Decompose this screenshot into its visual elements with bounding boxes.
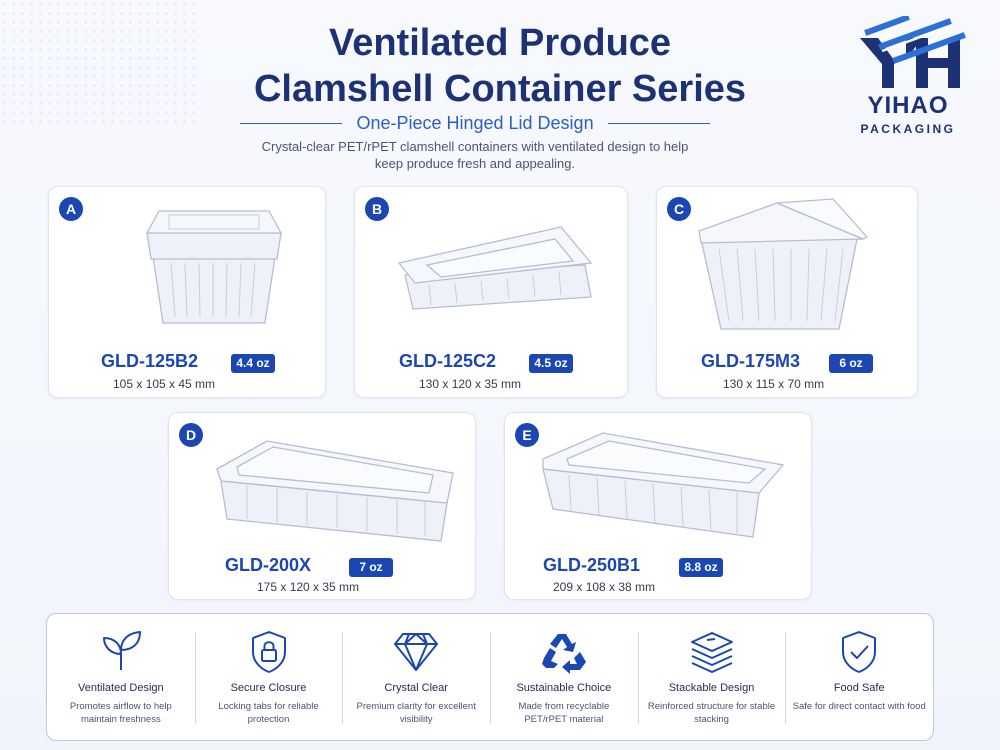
feature-description: Made from recyclable PET/rPET material xyxy=(518,701,610,725)
clamshell-container-image xyxy=(698,198,869,330)
feature-sustainable: Sustainable Choice Made from recyclable … xyxy=(490,614,638,740)
capacity-badge: 4.5 oz xyxy=(529,354,573,373)
feature-description: Premium clarity for excellent visibility xyxy=(356,701,476,725)
stack-icon xyxy=(690,632,733,673)
recycle-icon xyxy=(541,634,586,674)
capacity-badge: 6 oz xyxy=(829,354,873,373)
subtitle-row: One-Piece Hinged Lid Design xyxy=(240,110,711,136)
feature-ventilated: Ventilated Design Promotes airflow to he… xyxy=(47,614,195,740)
logo-subtitle: PACKAGING xyxy=(860,122,956,136)
clamshell-container-image xyxy=(542,432,785,538)
product-card-c[interactable]: C GLD-175M3 6 oz 130 x 115 x 70 mm xyxy=(656,186,918,398)
series-description: Crystal-clear PET/rPET clamshell contain… xyxy=(261,139,689,171)
product-model: GLD-125C2 xyxy=(399,351,497,371)
product-letter-badge: E xyxy=(515,423,539,447)
yh-monogram-icon xyxy=(860,16,966,88)
feature-secure-closure: Secure Closure Locking tabs for reliable… xyxy=(194,614,343,740)
feature-title: Stackable Design xyxy=(668,682,755,694)
product-dimensions: 105 x 105 x 45 mm xyxy=(113,377,216,391)
feature-title: Crystal Clear xyxy=(384,682,448,694)
product-model: GLD-250B1 xyxy=(543,555,641,575)
feature-title: Ventilated Design xyxy=(78,682,164,694)
capacity-badge: 4.4 oz xyxy=(231,354,275,373)
brand-logo: YIHAO PACKAGING xyxy=(848,16,968,146)
feature-food-safe: Food Safe Safe for direct contact with f… xyxy=(785,614,933,740)
product-card-e[interactable]: E GLD-250B1 8.8 oz 209 x 108 x 38 mm xyxy=(504,412,812,600)
page-title-line2: Clamshell Container Series xyxy=(253,68,747,110)
dot-pattern xyxy=(0,0,200,130)
lock-shield-icon xyxy=(251,631,286,673)
product-dimensions: 130 x 115 x 70 mm xyxy=(723,377,825,391)
clamshell-container-image xyxy=(397,226,593,310)
subtitle: One-Piece Hinged Lid Design xyxy=(356,112,594,133)
subtitle-rule-left xyxy=(240,122,343,124)
product-model: GLD-200X xyxy=(225,555,312,575)
feature-title: Sustainable Choice xyxy=(516,682,612,694)
feature-title: Food Safe xyxy=(833,682,885,694)
product-letter-badge: A xyxy=(59,197,83,221)
product-letter-badge: C xyxy=(667,197,691,221)
feature-description: Locking tabs for reliable protection xyxy=(218,701,319,725)
product-letter-badge: B xyxy=(365,197,389,221)
clamshell-container-image xyxy=(216,440,454,542)
feature-crystal-clear: Crystal Clear Premium clarity for excell… xyxy=(342,614,490,740)
product-model: GLD-125B2 xyxy=(101,351,199,371)
check-shield-icon xyxy=(842,631,877,673)
feature-stackable: Stackable Design Reinforced structure fo… xyxy=(637,614,786,740)
feature-description: Reinforced structure for stable stacking xyxy=(647,701,776,725)
logo-name: YIHAO xyxy=(867,92,949,119)
product-letter-badge: D xyxy=(179,423,203,447)
capacity-badge: 7 oz xyxy=(349,558,393,577)
capacity-badge: 8.8 oz xyxy=(679,558,723,577)
product-dimensions: 175 x 120 x 35 mm xyxy=(257,580,360,594)
product-dimensions: 130 x 120 x 35 mm xyxy=(419,377,522,391)
product-card-a[interactable]: A GLD-125B2 4.4 oz 105 x 105 x 45 mm xyxy=(48,186,326,398)
leaf-icon xyxy=(102,631,141,670)
diamond-icon xyxy=(394,633,439,671)
product-card-b[interactable]: B GLD-125C2 4.5 oz 130 x 120 x 35 mm xyxy=(354,186,628,398)
feature-title: Secure Closure xyxy=(230,682,307,694)
product-model: GLD-175M3 xyxy=(701,351,801,371)
subtitle-rule-right xyxy=(607,122,711,124)
product-card-d[interactable]: D GLD-200X 7 oz 175 x 120 x 35 mm xyxy=(168,412,476,600)
clamshell-container-image xyxy=(145,210,283,324)
product-dimensions: 209 x 108 x 38 mm xyxy=(553,580,656,594)
feature-description: Safe for direct contact with food xyxy=(792,701,926,712)
page-title-line1: Ventilated Produce xyxy=(328,22,672,64)
features-panel: Ventilated Design Promotes airflow to he… xyxy=(46,613,934,741)
feature-description: Promotes airflow to help maintain freshn… xyxy=(69,701,172,725)
